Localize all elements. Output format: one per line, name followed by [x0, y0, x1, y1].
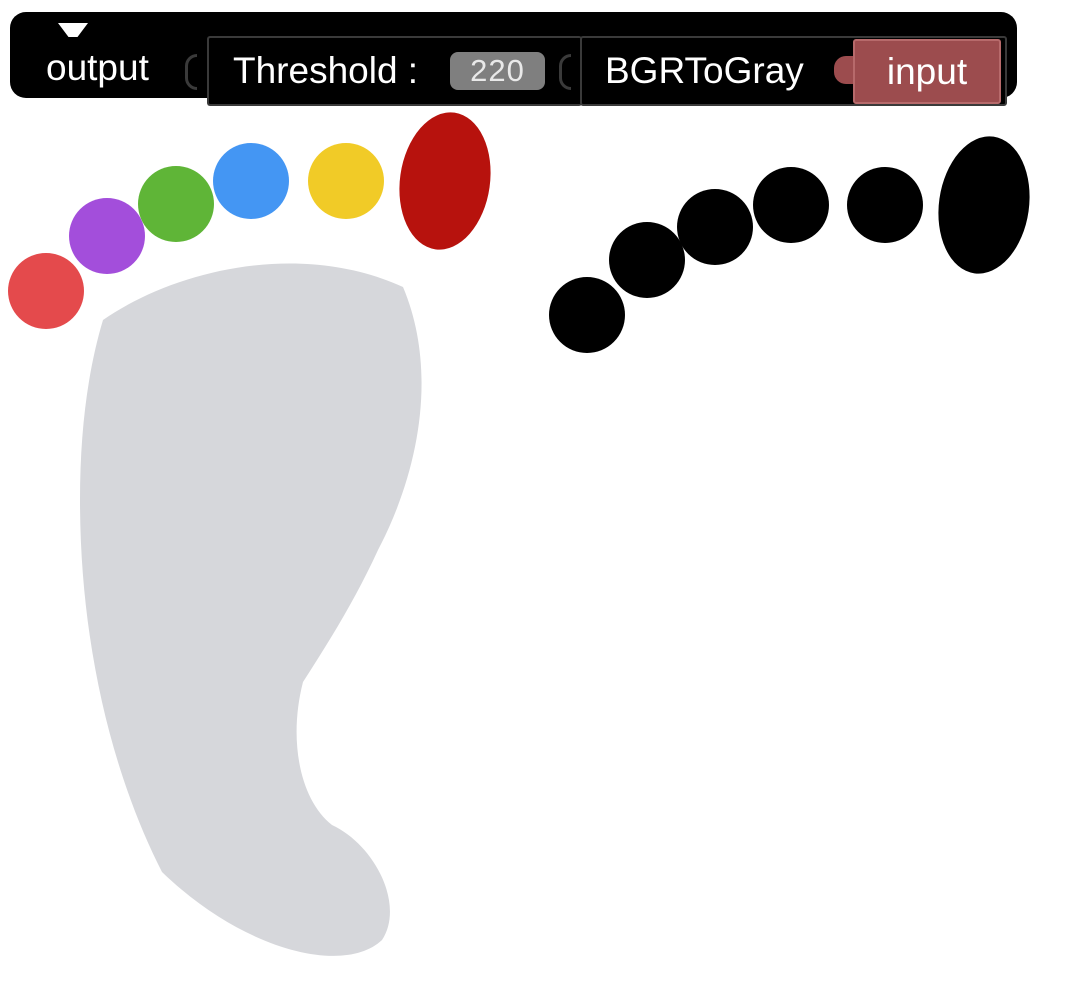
foot-sole-shape	[80, 263, 422, 956]
toe-big-red	[399, 112, 491, 250]
result-blob-4	[753, 167, 829, 243]
block-connector-icon	[185, 54, 197, 90]
result-blob-3	[677, 189, 753, 265]
result-blob-5	[847, 167, 923, 243]
bgr-to-gray-label: BGRToGray	[605, 50, 804, 91]
threshold-block[interactable]: output Threshold : 220 BGRToGray input	[10, 12, 1017, 106]
toe-red	[8, 253, 84, 329]
block-connector-icon	[559, 54, 571, 90]
threshold-value-field[interactable]: 220	[450, 52, 545, 90]
toe-yellow	[308, 143, 384, 219]
source-image	[8, 112, 491, 956]
result-blob-1	[549, 277, 625, 353]
toe-green	[138, 166, 214, 242]
result-blob-2	[609, 222, 685, 298]
toe-purple	[69, 198, 145, 274]
block-notch	[58, 23, 88, 37]
input-block[interactable]: input	[853, 39, 1001, 104]
result-blob-6	[938, 136, 1030, 274]
input-connector-icon	[834, 56, 856, 84]
output-label: output	[46, 47, 149, 88]
threshold-label: Threshold :	[233, 50, 419, 91]
result-image	[549, 136, 1030, 353]
toe-blue	[213, 143, 289, 219]
